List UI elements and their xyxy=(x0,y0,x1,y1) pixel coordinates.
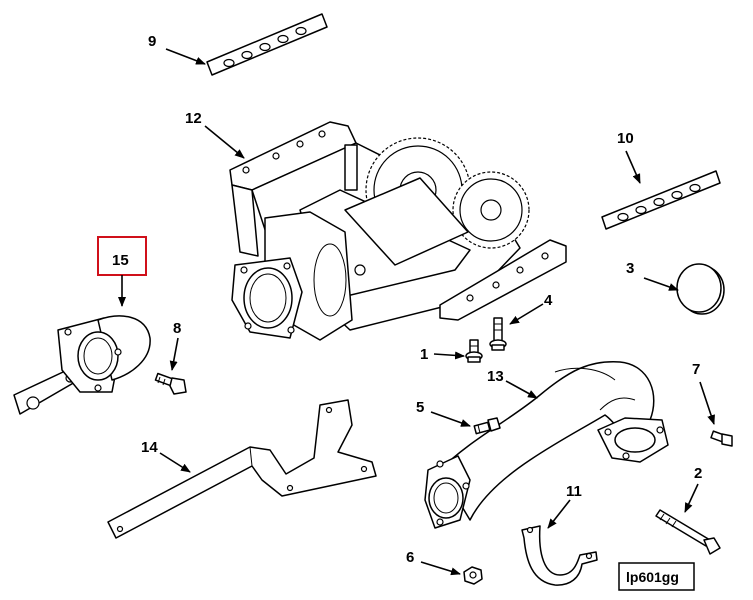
part-14-bracket xyxy=(107,399,377,539)
callout-9: 9 xyxy=(148,33,156,50)
callout-3: 3 xyxy=(626,260,634,277)
part-5-bolt xyxy=(473,417,501,435)
callout-13: 13 xyxy=(487,368,504,385)
part-11-clamp xyxy=(521,525,598,586)
callout-2: 2 xyxy=(694,465,702,482)
callout-12: 12 xyxy=(185,110,202,127)
callout-1: 1 xyxy=(420,346,428,363)
callout-14: 14 xyxy=(141,439,158,456)
part-4-bolt xyxy=(489,317,507,351)
callout-10: 10 xyxy=(617,130,634,147)
part-1-bolt xyxy=(465,339,483,363)
callout-11: 11 xyxy=(566,483,582,500)
part-15-elbow xyxy=(13,315,151,415)
part-8-bolt xyxy=(154,372,187,395)
part-3-ring xyxy=(676,263,725,315)
callout-7: 7 xyxy=(692,361,700,378)
callout-6: 6 xyxy=(406,549,414,566)
part-6-nut xyxy=(463,566,483,585)
drawing-id-box xyxy=(618,562,695,591)
drawing-id: lp601gg xyxy=(626,569,679,585)
part-9-plate xyxy=(206,13,328,76)
part-10-plate xyxy=(601,170,721,230)
callout-15: 15 xyxy=(112,252,129,269)
callout-4: 4 xyxy=(544,292,553,309)
part-13-pipe xyxy=(424,361,669,529)
callout-5: 5 xyxy=(416,399,424,416)
part-2-bolt xyxy=(655,509,721,555)
callout-8: 8 xyxy=(173,320,181,337)
part-7-bolt xyxy=(710,430,733,447)
part-12-housing xyxy=(229,121,567,341)
